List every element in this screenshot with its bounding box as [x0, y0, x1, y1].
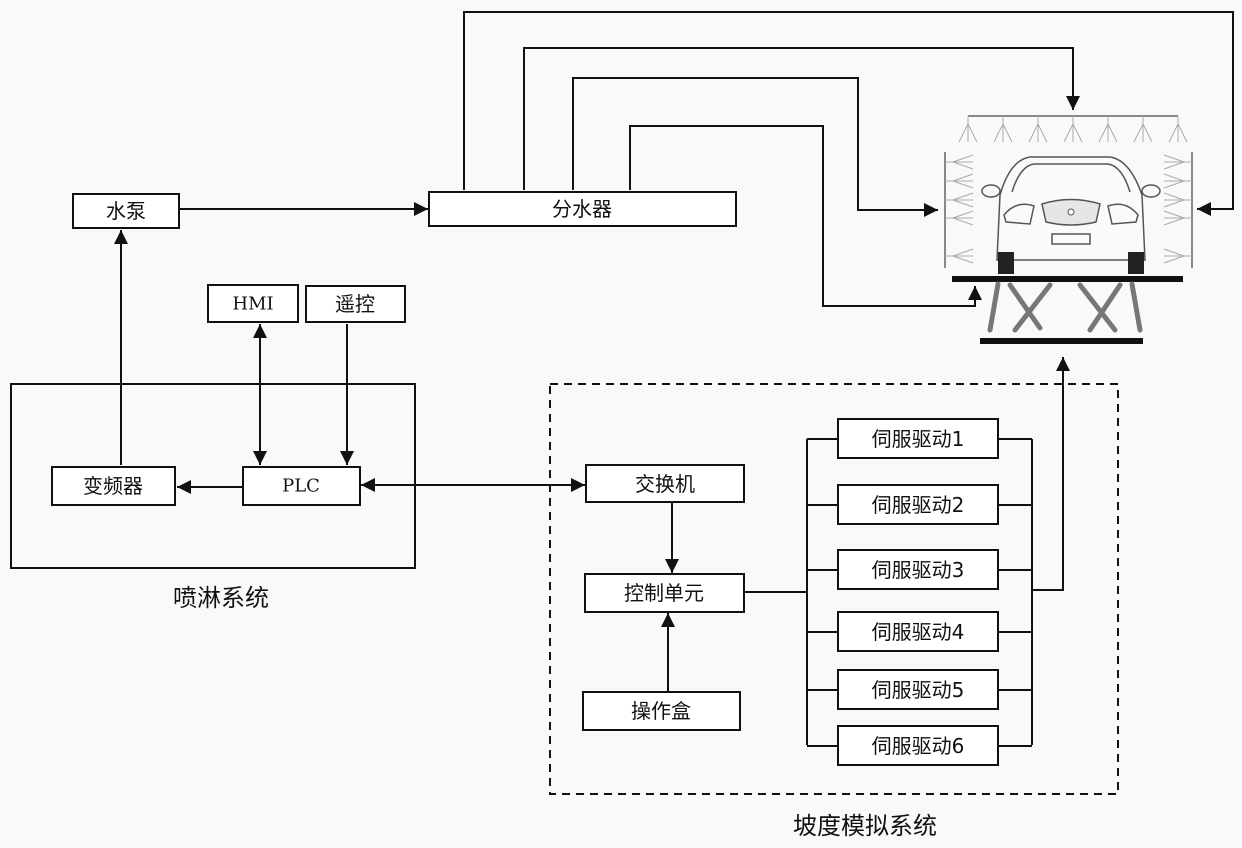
hmi-label: HMI: [232, 294, 273, 315]
spray-nozzle-icon: [1163, 192, 1192, 208]
servo-drive-box: [837, 611, 999, 652]
spray-nozzle-icon: [945, 192, 974, 208]
operation-box-label: 操作盒: [631, 699, 691, 723]
motion-platform-base: [980, 338, 1143, 344]
spray-nozzle-icon: [1163, 154, 1192, 170]
servo-drive-node: 伺服驱动5: [837, 669, 999, 710]
spray-nozzle-icon: [958, 116, 978, 143]
car-platform-illustration: [944, 115, 1193, 344]
spray-nozzle-icon: [945, 154, 974, 170]
hmi-node: HMI: [207, 284, 299, 323]
servo-drive-box: [837, 669, 999, 710]
spray-nozzle-icon: [993, 116, 1013, 143]
operation-box-node: 操作盒: [582, 691, 741, 731]
control-unit-node: 控制单元: [584, 573, 745, 613]
car-icon: [981, 156, 1161, 274]
spray-system-label: 喷淋系统: [173, 584, 269, 612]
spray-system-group: [10, 383, 416, 569]
spray-nozzle-icon: [1063, 116, 1083, 143]
servo-drive-label: 伺服驱动1: [872, 427, 965, 451]
pump-label: 水泵: [106, 199, 146, 223]
edge-distributor-left-spray: [572, 77, 938, 217]
slope-simulation-group: [549, 383, 1119, 795]
servo-drive-box: [837, 484, 999, 525]
servo-drive-node: 伺服驱动1: [837, 418, 999, 459]
spray-nozzle-icon: [1163, 210, 1192, 226]
servo-drive-node: 伺服驱动2: [837, 484, 999, 525]
spray-nozzle-icon: [1028, 116, 1048, 143]
servo-drive-label: 伺服驱动4: [872, 620, 965, 644]
pump-node: 水泵: [72, 193, 180, 229]
motion-platform-top: [952, 276, 1183, 282]
top-spray-bar: [958, 115, 1188, 143]
switch-label: 交换机: [635, 472, 695, 496]
edge-servo-platform: [1032, 357, 1070, 591]
servo-drive-box: [837, 549, 999, 590]
switch-node: 交换机: [585, 464, 745, 503]
remote-label: 遥控: [335, 292, 375, 316]
servo-drive-node: 伺服驱动6: [837, 725, 999, 766]
inverter-label: 变频器: [83, 474, 143, 498]
servo-drive-label: 伺服驱动2: [872, 493, 965, 517]
spray-nozzle-icon: [1163, 248, 1192, 264]
spray-nozzle-icon: [1168, 116, 1188, 143]
spray-nozzle-icon: [945, 210, 974, 226]
actuator-legs: [987, 281, 1143, 333]
edge-distributor-right-spray: [463, 11, 1234, 216]
edge-distributor-platform: [629, 125, 982, 307]
spray-nozzle-icon: [945, 248, 974, 264]
servo-drive-box: [837, 725, 999, 766]
distributor-label: 分水器: [552, 197, 612, 221]
control-unit-label: 控制单元: [624, 581, 704, 605]
servo-drive-label: 伺服驱动5: [872, 678, 965, 702]
servo-drive-label: 伺服驱动3: [872, 558, 965, 582]
plc-label: PLC: [282, 476, 320, 497]
plc-node: PLC: [242, 466, 361, 506]
spray-nozzle-icon: [1098, 116, 1118, 143]
right-spray-bar: [1163, 152, 1193, 268]
edge-distributor-top-spray: [523, 47, 1080, 190]
slope-simulation-label: 坡度模拟系统: [793, 812, 937, 840]
spray-nozzle-icon: [945, 173, 974, 189]
distributor-node: 分水器: [428, 191, 737, 227]
spray-nozzle-icon: [1133, 116, 1153, 143]
inverter-node: 变频器: [51, 466, 176, 506]
servo-drive-box: [837, 418, 999, 459]
left-spray-bar: [944, 152, 974, 268]
servo-drive-label: 伺服驱动6: [872, 734, 965, 758]
servo-drive-node: 伺服驱动3: [837, 549, 999, 590]
spray-nozzle-icon: [1163, 173, 1192, 189]
servo-drive-node: 伺服驱动4: [837, 611, 999, 652]
remote-node: 遥控: [305, 285, 406, 323]
